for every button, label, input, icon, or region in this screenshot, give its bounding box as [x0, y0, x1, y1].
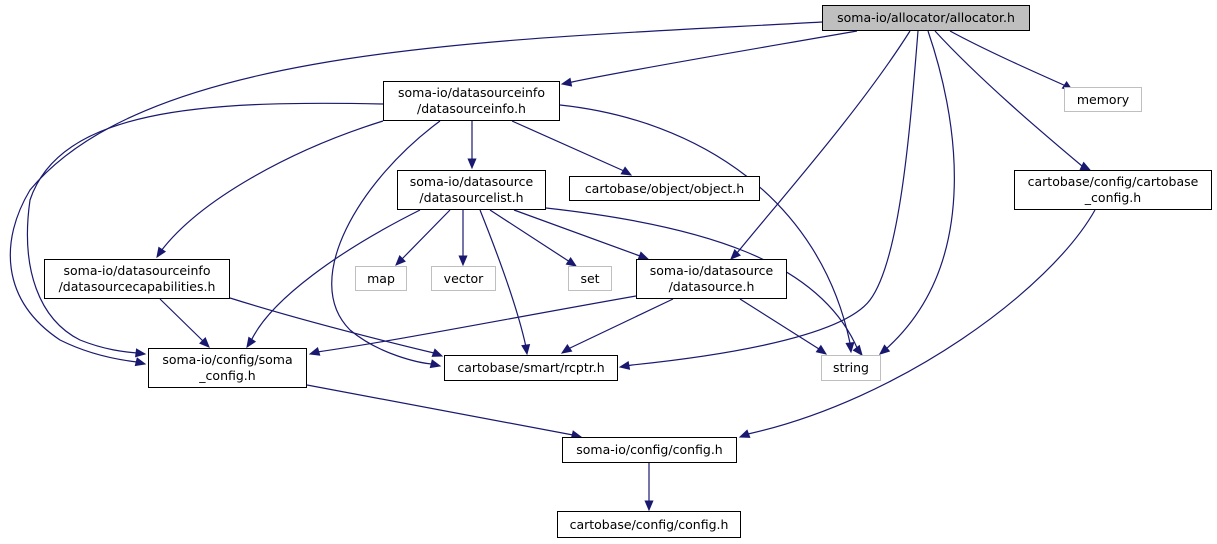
node-vector: vector: [431, 266, 496, 291]
node-somaio-config-config-h[interactable]: soma-io/config/config.h: [562, 437, 737, 463]
node-string: string: [821, 355, 881, 381]
edge-datasource-to-rcptr-arrowhead: [560, 343, 573, 354]
node-datasourcecapabilities-h[interactable]: soma-io/datasourceinfo /datasourcecapabi…: [44, 259, 230, 299]
edge-soma-config-to-somaio-config: [306, 384, 576, 437]
edge-allocator-to-soma-config: [9, 21, 823, 364]
edge-datasourcelist-to-string-arrowhead: [852, 344, 863, 357]
edge-datasourcecapabilities-to-rcptr: [229, 297, 437, 355]
edge-datasourcelist-to-map: [399, 209, 451, 262]
edge-allocator-to-datasourceinfo-arrowhead: [560, 77, 573, 87]
node-object-h[interactable]: cartobase/object/object.h: [569, 176, 760, 201]
node-datasource-h[interactable]: soma-io/datasource /datasource.h: [636, 259, 787, 299]
edge-datasourceinfo-to-string: [559, 104, 851, 346]
node-memory: memory: [1064, 87, 1142, 112]
edge-datasourcelist-to-soma-config: [249, 209, 421, 344]
edge-datasourcecapabilities-to-rcptr-arrowhead: [431, 348, 444, 357]
edge-datasourcelist-to-soma-config-arrowhead: [246, 336, 257, 349]
edge-datasourceinfo-to-object-arrowhead: [620, 166, 633, 176]
edge-datasourcelist-to-set: [489, 209, 573, 264]
edge-datasourcelist-to-datasource: [513, 209, 643, 258]
node-set: set: [568, 266, 612, 291]
edge-allocator-to-string-arrowhead: [879, 344, 891, 355]
edge-datasourcelist-to-rcptr: [479, 209, 527, 350]
edge-datasource-to-rcptr: [565, 298, 674, 351]
edge-datasource-to-string: [739, 298, 822, 351]
edge-datasourceinfo-to-datasourcecapabilities: [159, 120, 384, 254]
edge-datasourcelist-to-string: [545, 207, 860, 352]
edge-datasource-to-soma-config-arrowhead: [308, 347, 321, 356]
edge-datasourcelist-to-map-arrowhead: [395, 255, 406, 266]
node-cartobase-config-h[interactable]: cartobase/config/cartobase _config.h: [1014, 170, 1212, 210]
node-datasourcelist-h[interactable]: soma-io/datasource /datasourcelist.h: [397, 170, 546, 210]
node-datasourceinfo-h[interactable]: soma-io/datasourceinfo /datasourceinfo.h: [383, 81, 560, 121]
edge-datasourceinfo-to-soma-config: [26, 102, 384, 354]
edge-datasourceinfo-to-datasourcelist-arrowhead: [467, 158, 477, 170]
edge-datasourcelist-to-vector-arrowhead: [458, 255, 468, 267]
edge-allocator-to-memory: [949, 30, 1069, 88]
edge-allocator-to-rcptr: [628, 30, 919, 367]
edge-datasourceinfo-to-string-arrowhead: [845, 342, 855, 354]
edge-datasourceinfo-to-rcptr-arrowhead: [429, 359, 442, 369]
edge-datasourcecapabilities-to-soma-config: [159, 298, 206, 344]
node-map: map: [355, 266, 407, 291]
edge-allocator-to-datasource-arrowhead: [730, 249, 741, 260]
edge-allocator-to-string: [883, 30, 955, 351]
edge-cartobase-config-to-somaio-config: [745, 209, 1096, 436]
edge-allocator-to-cartobase-config-arrowhead: [1079, 161, 1092, 171]
edge-cartobase-config-to-somaio-config-arrowhead: [738, 429, 751, 438]
edge-datasourceinfo-to-rcptr: [331, 120, 441, 366]
node-cartobase-config-config-h[interactable]: cartobase/config/config.h: [557, 511, 741, 538]
edge-allocator-to-rcptr-arrowhead: [618, 360, 631, 370]
edge-datasource-to-soma-config: [314, 295, 637, 354]
edge-allocator-to-cartobase-config: [934, 30, 1085, 168]
edge-datasourceinfo-to-object: [511, 120, 627, 173]
edge-datasource-to-string-arrowhead: [815, 344, 828, 355]
edge-datasourcelist-to-rcptr-arrowhead: [521, 343, 531, 356]
edge-datasourcecapabilities-to-soma-config-arrowhead: [199, 337, 210, 348]
edge-allocator-to-datasourceinfo: [568, 30, 858, 84]
edge-datasourceinfo-to-soma-config-arrowhead: [135, 348, 147, 358]
edge-allocator-to-soma-config-arrowhead: [134, 357, 147, 367]
edge-datasourcelist-to-set-arrowhead: [565, 256, 578, 267]
node-soma-config-h[interactable]: soma-io/config/soma _config.h: [148, 348, 307, 388]
edge-allocator-to-datasource: [734, 30, 911, 256]
edge-somaio-config-to-cartobase-config-config-arrowhead: [644, 500, 654, 512]
node-allocator-h: soma-io/allocator/allocator.h: [822, 5, 1030, 31]
node-rcptr-h[interactable]: cartobase/smart/rcptr.h: [444, 355, 618, 381]
edge-datasourceinfo-to-datasourcecapabilities-arrowhead: [156, 246, 167, 259]
